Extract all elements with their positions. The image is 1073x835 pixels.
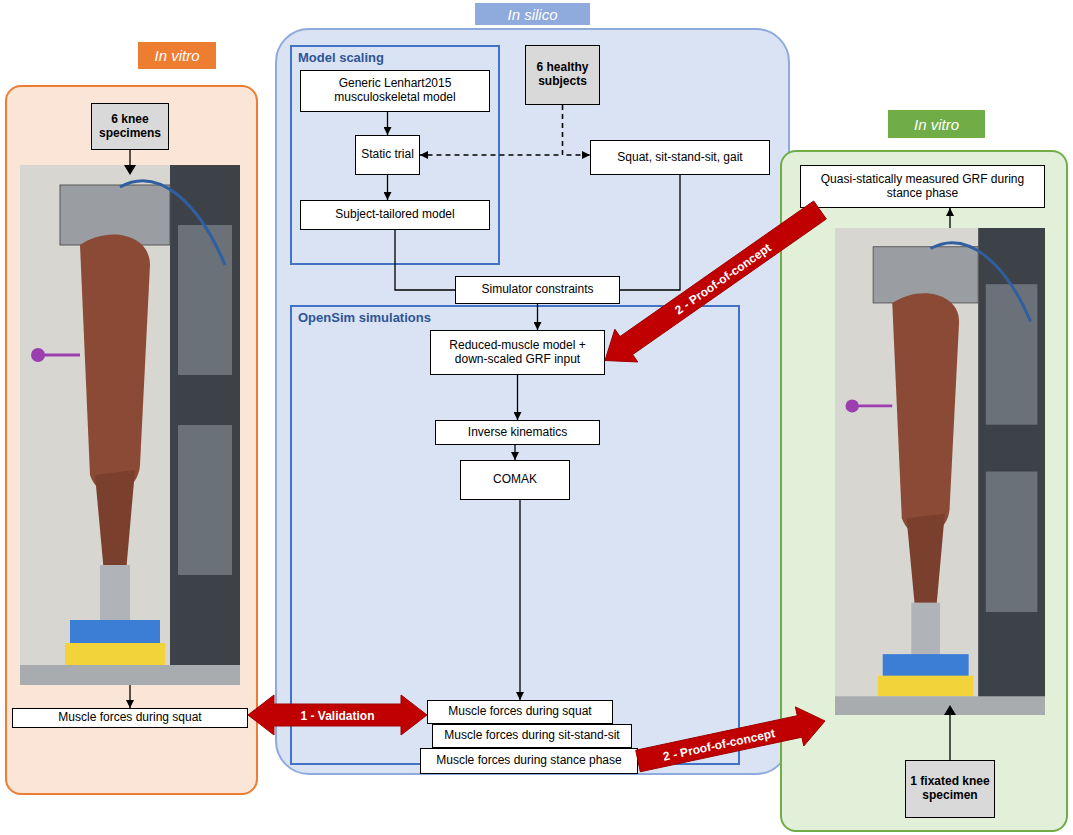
box-label: Quasi-statically measured GRF during sta… — [805, 173, 1040, 201]
process-box: COMAK — [460, 460, 570, 500]
group-heading: Model scaling — [298, 50, 492, 65]
process-box: Reduced-muscle model + down-scaled GRF i… — [430, 330, 605, 375]
connector — [537, 304, 538, 330]
process-box: Squat, sit-stand-sit, gait — [590, 140, 770, 175]
photo-content — [835, 228, 1045, 715]
source-box: 6 knee specimens — [91, 103, 169, 150]
group-box: OpenSim simulationsReduced-muscle model … — [290, 305, 740, 765]
group-heading: OpenSim simulations — [298, 310, 732, 325]
edge-label: 1 - Validation — [300, 710, 374, 722]
box-label: Simulator constraints — [481, 283, 593, 297]
panel-heading: In vitro — [154, 47, 199, 64]
box-label: 6 knee specimens — [96, 113, 164, 141]
box-label: Subject-tailored model — [335, 208, 454, 222]
process-box: Muscle forces during sit-stand-sit — [432, 724, 632, 748]
heading-tab: In silico — [475, 3, 590, 25]
region-panel: In silicoModel scalingGeneric Lenhart201… — [275, 28, 790, 775]
process-box: Simulator constraints — [455, 276, 620, 304]
panel-heading: In vitro — [914, 116, 959, 133]
block-arrow — [636, 707, 825, 772]
photo-content — [20, 165, 240, 685]
box-label: Muscle forces during squat — [448, 705, 591, 719]
box-label: Static trial — [361, 148, 414, 162]
box-label: 6 healthy subjects — [530, 61, 595, 89]
process-box: Static trial — [355, 135, 420, 175]
process-box: Muscle forces during stance phase — [420, 748, 638, 774]
connector — [514, 445, 515, 460]
process-box: Muscle forces during squat — [12, 708, 248, 728]
box-label: Reduced-muscle model + down-scaled GRF i… — [435, 339, 600, 367]
dashed-connector — [420, 105, 563, 155]
group-box: Model scalingGeneric Lenhart2015 musculo… — [290, 45, 500, 265]
arrowhead-shape — [124, 165, 136, 175]
process-box: Muscle forces during squat — [427, 700, 613, 724]
heading-tab: In vitro — [888, 110, 985, 138]
box-label: Muscle forces during squat — [58, 711, 201, 725]
process-box: Quasi-statically measured GRF during sta… — [800, 165, 1045, 208]
source-box: 1 fixated knee specimen — [905, 760, 995, 818]
connector — [517, 375, 518, 420]
box-label: COMAK — [493, 473, 537, 487]
dashed-connector — [563, 105, 591, 155]
source-box: 6 healthy subjects — [525, 45, 600, 105]
connector — [387, 112, 388, 135]
box-label: Muscle forces during stance phase — [436, 754, 621, 768]
arrowhead — [124, 165, 136, 175]
box-label: Muscle forces during sit-stand-sit — [444, 729, 619, 743]
specimen-photo — [20, 165, 240, 685]
specimen-photo — [835, 228, 1045, 715]
connector — [395, 230, 455, 290]
box-label: Squat, sit-stand-sit, gait — [617, 151, 742, 165]
box-label: Generic Lenhart2015 musculoskeletal mode… — [305, 77, 485, 105]
arrowhead — [944, 705, 956, 715]
block-arrow — [248, 695, 427, 735]
panel-heading: In silico — [507, 6, 557, 23]
arrowhead-shape — [944, 705, 956, 715]
connector — [620, 175, 680, 290]
process-box: Subject-tailored model — [300, 200, 490, 230]
connector — [519, 500, 520, 700]
process-box: Inverse kinematics — [435, 420, 600, 445]
heading-tab: In vitro — [138, 42, 216, 69]
connector — [387, 175, 388, 200]
box-label: Inverse kinematics — [468, 426, 567, 440]
process-box: Generic Lenhart2015 musculoskeletal mode… — [300, 70, 490, 112]
block-arrow — [605, 201, 826, 362]
box-label: 1 fixated knee specimen — [910, 775, 990, 803]
